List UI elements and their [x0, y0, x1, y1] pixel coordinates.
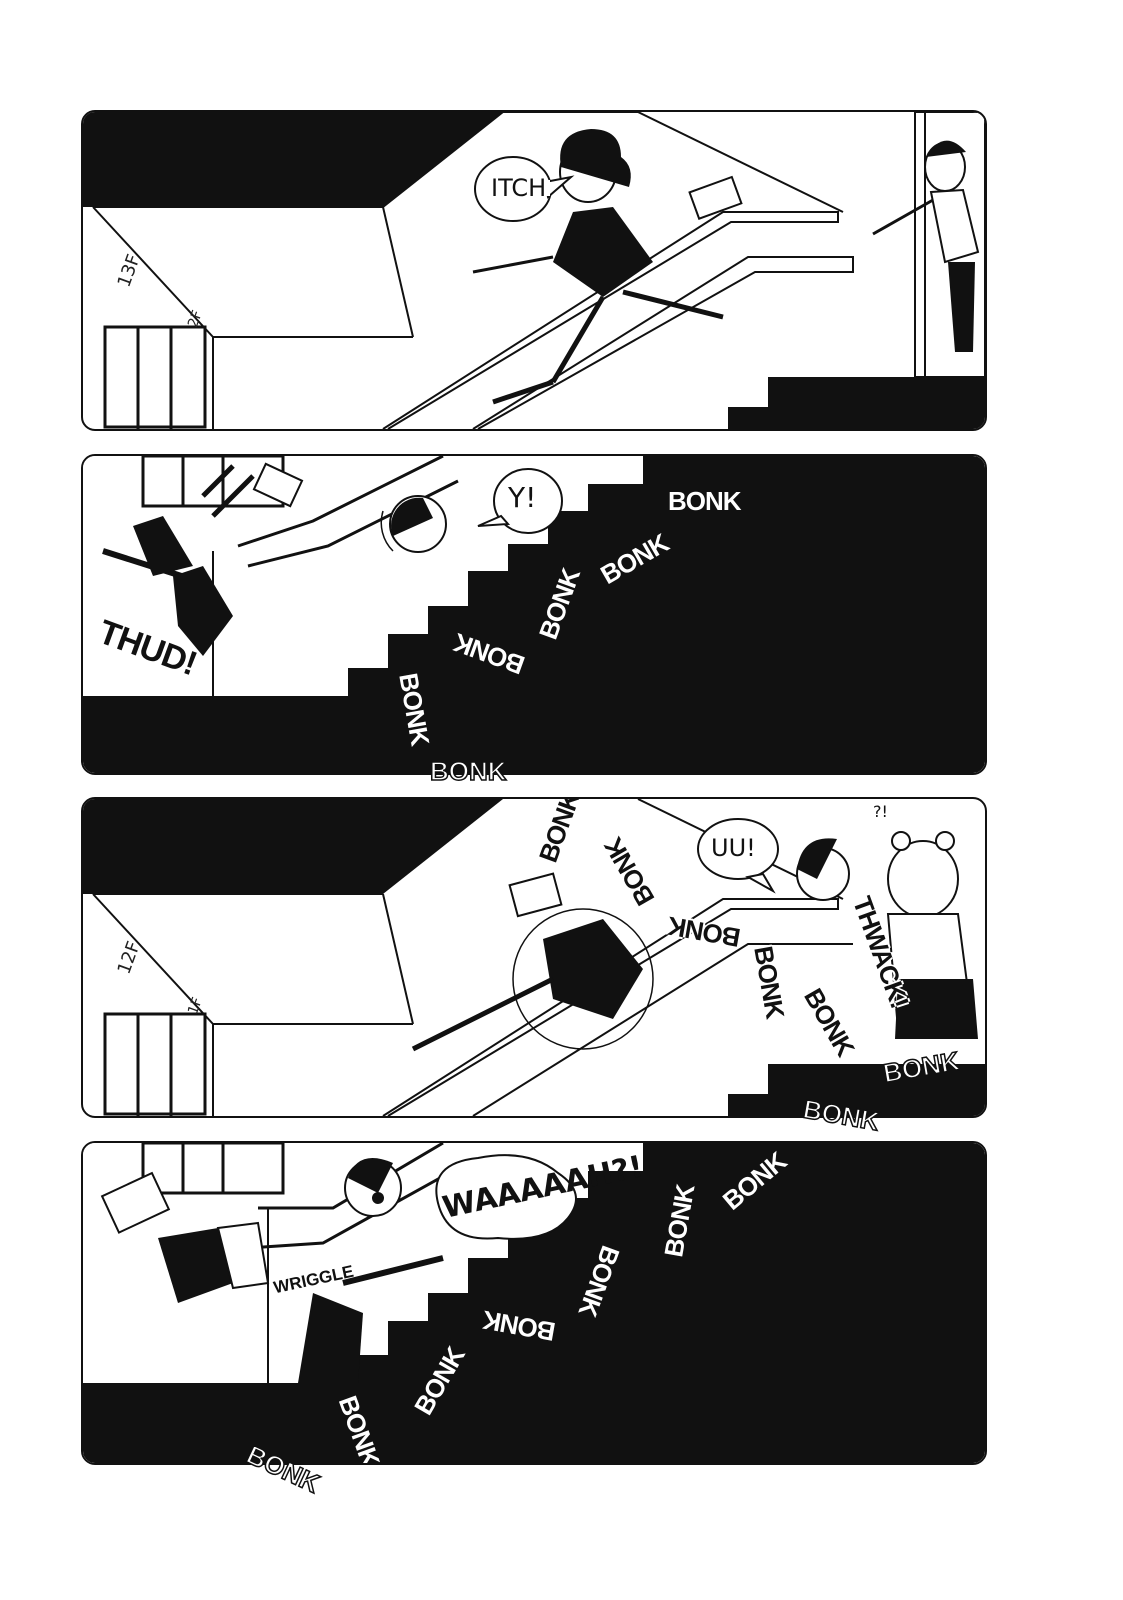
panel-4-art — [83, 1143, 985, 1463]
panel-4: WAAAAAH?! WRIGGLE BONK BONK BONK BONK BO… — [81, 1141, 987, 1465]
panel-3: UU! ?! 12F 1F THWACK! BONK BONK BONK BON… — [81, 797, 987, 1118]
panel-1: ITCH 13F 2F — [81, 110, 987, 431]
speech-uu: UU! — [711, 834, 756, 862]
panel-2-art — [83, 456, 985, 773]
panel-3-art — [83, 799, 985, 1116]
sfx-bonk-1: BONK — [668, 486, 742, 516]
panel-1-art — [83, 112, 985, 429]
speech-itch: ITCH — [491, 174, 547, 202]
sfx-bonk-6: BONK — [429, 756, 507, 786]
panel-2: Y! THUD! BONK BONK BONK BONK BONK — [81, 454, 987, 775]
speech-y: Y! — [508, 481, 537, 514]
reaction-interrobang: ?! — [873, 802, 888, 821]
